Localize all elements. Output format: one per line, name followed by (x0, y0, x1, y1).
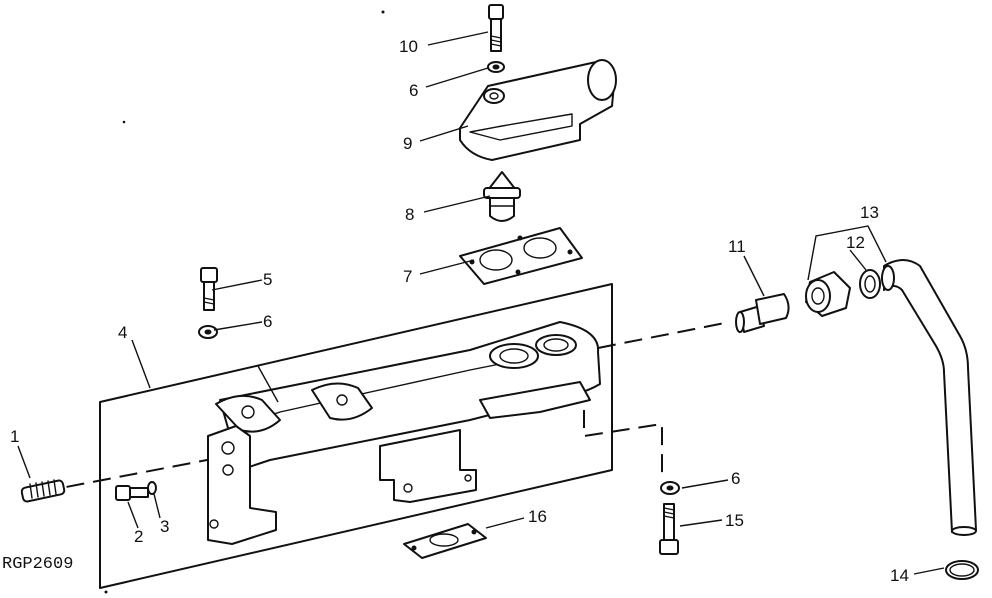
callout-5: 5 (263, 270, 272, 289)
callout-9: 9 (403, 134, 412, 153)
callout-13: 13 (860, 203, 879, 222)
callout-6-mid: 6 (263, 312, 272, 331)
callout-7: 7 (403, 267, 412, 286)
lock-washer-6-right (660, 481, 680, 495)
fitting-11 (735, 293, 790, 333)
callout-1: 1 (10, 427, 19, 446)
o-ring-12 (859, 269, 881, 299)
bolt-15 (659, 503, 679, 555)
leader-lines (17, 31, 945, 575)
stud-1 (20, 479, 66, 503)
hose-nut-13 (805, 271, 851, 317)
water-manifold (207, 321, 601, 545)
callout-10: 10 (399, 37, 418, 56)
coolant-tube-13 (881, 259, 977, 536)
cap-screw-2 (115, 485, 149, 501)
gasket-16 (403, 523, 487, 559)
callout-16: 16 (528, 507, 547, 526)
callout-6-right: 6 (731, 469, 740, 488)
callout-12: 12 (846, 233, 865, 252)
callout-4: 4 (118, 323, 127, 342)
figure-id: RGP2609 (2, 555, 73, 574)
callout-3: 3 (160, 517, 169, 536)
manifold-plane (99, 283, 613, 589)
callout-8: 8 (405, 205, 414, 224)
callout-11: 11 (728, 237, 746, 256)
thermostat-housing-9 (459, 59, 617, 161)
callout-2: 2 (134, 527, 143, 546)
bolt-5 (200, 267, 218, 311)
center-lines (39, 321, 731, 493)
o-ring-14 (945, 560, 979, 580)
washer-3 (147, 481, 157, 495)
lock-washer-6-mid (198, 325, 218, 339)
lock-washer-6-top (487, 61, 505, 73)
callout-6-top: 6 (409, 81, 418, 100)
bolt-10 (488, 4, 504, 52)
callout-labels: 10 6 9 8 7 5 6 4 1 2 3 11 12 13 14 6 15 … (10, 37, 909, 585)
gasket-7 (459, 227, 583, 285)
callout-15: 15 (725, 511, 744, 530)
callout-14: 14 (890, 566, 909, 585)
thermostat-8 (483, 171, 521, 222)
